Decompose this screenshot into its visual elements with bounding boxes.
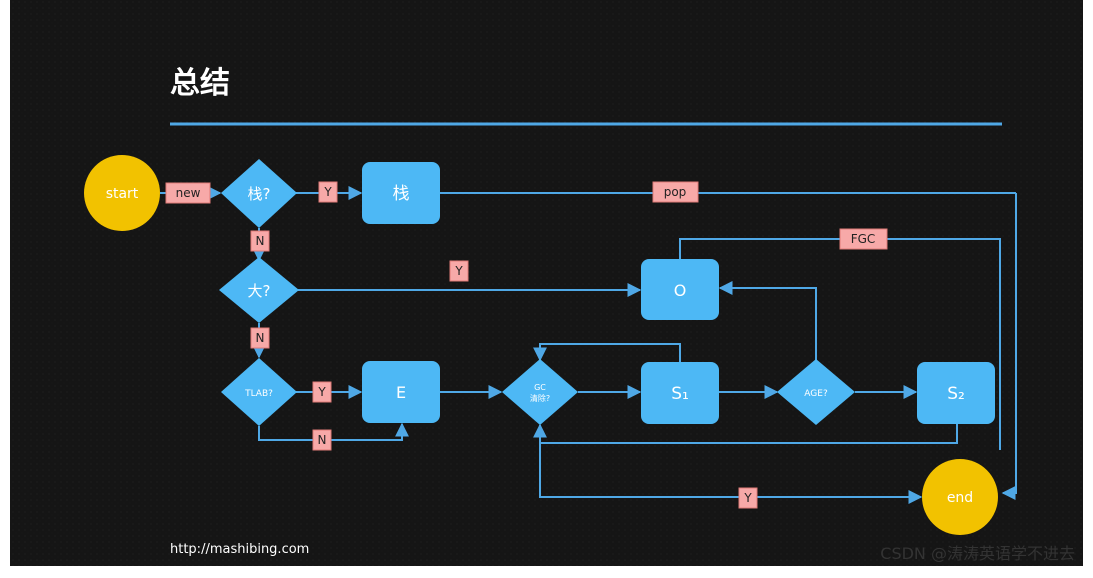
- label-gc-yes: Y: [738, 487, 758, 509]
- footer-url: http://mashibing.com: [170, 542, 309, 557]
- s1-node: S₁: [641, 362, 719, 424]
- eden-node: E: [362, 361, 440, 423]
- s2-label: S₂: [947, 384, 965, 404]
- edge-gc-yes-end: [539, 443, 923, 504]
- stack-label: 栈: [393, 184, 410, 204]
- svg-text:Y: Y: [317, 385, 326, 399]
- svg-text:N: N: [256, 234, 265, 248]
- big-decision: 大?: [219, 257, 299, 323]
- svg-text:new: new: [176, 186, 201, 200]
- label-stack-no: N: [250, 230, 270, 252]
- label-big-no: N: [250, 327, 270, 349]
- svg-text:Y: Y: [743, 491, 752, 505]
- old-label: O: [674, 281, 687, 300]
- edge-s1-gc-q: [533, 343, 681, 362]
- page-title: 总结: [170, 66, 230, 101]
- end-node: end: [922, 459, 998, 535]
- tlab-decision-label: TLAB?: [244, 389, 273, 399]
- stack-decision-label: 栈?: [248, 185, 271, 203]
- edge-age-q-old: [718, 281, 817, 360]
- s2-node: S₂: [917, 362, 995, 424]
- edge-s2-gc-q: [533, 423, 958, 444]
- svg-text:FGC: FGC: [851, 232, 876, 246]
- eden-label: E: [396, 383, 406, 402]
- age-decision-label: AGE?: [804, 389, 828, 399]
- svg-text:Y: Y: [323, 185, 332, 199]
- label-pop: pop: [652, 181, 699, 203]
- edge-rail-end: [1001, 193, 1017, 500]
- label-big-yes: Y: [449, 260, 469, 282]
- svg-text:N: N: [318, 433, 327, 447]
- label-stack-yes: Y: [318, 181, 338, 203]
- gc-decision-label-2: 清除?: [530, 393, 550, 403]
- label-fgc: FGC: [839, 228, 888, 250]
- big-decision-label: 大?: [248, 282, 271, 300]
- stack-node: 栈: [362, 162, 440, 224]
- label-new: new: [165, 182, 211, 204]
- gc-decision: GC 清除?: [502, 359, 578, 425]
- csdn-watermark: CSDN @涛涛英语学不进去: [880, 544, 1075, 563]
- svg-text:N: N: [256, 331, 265, 345]
- board-background: [10, 0, 1083, 566]
- end-label: end: [947, 490, 973, 506]
- age-decision: AGE?: [777, 359, 855, 425]
- s1-label: S₁: [671, 384, 689, 404]
- tlab-decision: TLAB?: [221, 358, 297, 426]
- label-tlab-yes: Y: [312, 381, 332, 403]
- start-label: start: [106, 186, 139, 202]
- old-node: O: [641, 259, 719, 320]
- svg-text:Y: Y: [454, 264, 463, 278]
- gc-decision-label-1: GC: [534, 383, 546, 392]
- start-node: start: [84, 155, 160, 231]
- stack-decision: 栈?: [221, 159, 297, 228]
- svg-text:pop: pop: [664, 185, 687, 199]
- label-tlab-no: N: [312, 429, 332, 451]
